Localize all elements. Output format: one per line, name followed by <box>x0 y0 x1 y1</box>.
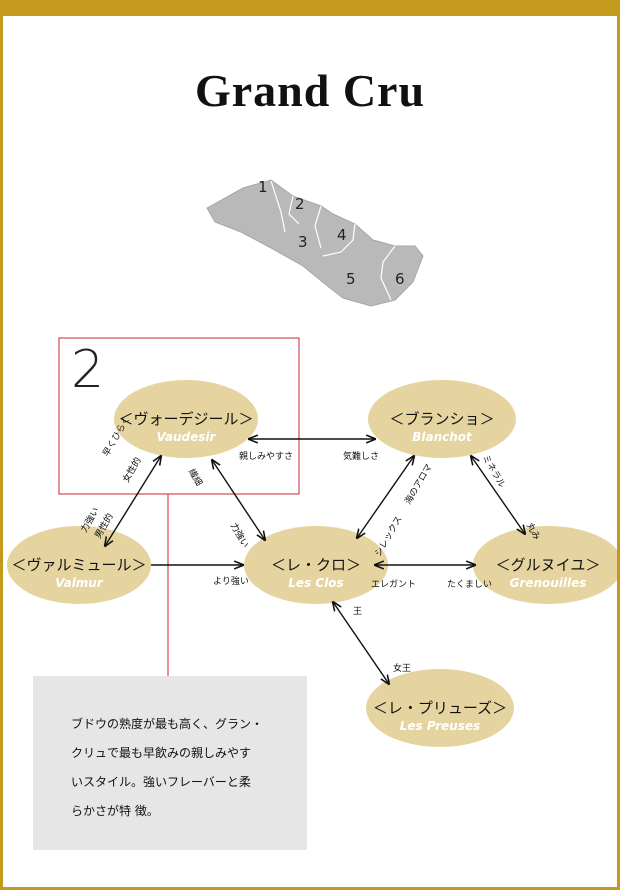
plot-number: 2 <box>295 195 305 213</box>
node-lesclos-en: Les Clos <box>288 576 344 590</box>
top-bar <box>0 0 620 16</box>
node-preuses-jp: ＜レ・プリューズ＞ <box>372 699 508 717</box>
edge-label: たくましい <box>447 580 493 590</box>
node-blanchot-jp: ＜ブランショ＞ <box>389 410 495 428</box>
arrow-lesclos-preuses <box>333 602 389 684</box>
node-blanchot-en: Blanchot <box>412 430 472 444</box>
node-vaudesir-en: Vaudesir <box>156 430 216 444</box>
arrow-vaudesir-lesclos <box>212 460 265 540</box>
map-border <box>314 205 322 249</box>
node-grenouilles <box>473 526 617 604</box>
map-border <box>270 180 286 233</box>
description-line: らかさが特 徴。 <box>71 804 159 818</box>
relationship-diagram <box>7 337 617 747</box>
plot-number: 6 <box>395 270 405 288</box>
edge-label: 気難しさ <box>343 452 380 462</box>
description-line: ブドウの熟度が最も高く、グラン・ <box>71 717 264 731</box>
plot-number: 4 <box>337 226 347 244</box>
node-grenouilles-en: Grenouilles <box>509 576 587 590</box>
plot-number: 1 <box>258 178 268 196</box>
description-line: クリュで最も早飲みの親しみやす <box>71 746 252 760</box>
arrow-vaudesir-valmur <box>105 456 161 546</box>
node-preuses-en: Les Preuses <box>399 719 481 733</box>
description-box: ブドウの熟度が最も高く、グラン・ クリュで最も早飲みの親しみやす いスタイル。強… <box>33 676 307 850</box>
edge-label: 女王 <box>393 664 412 674</box>
arrow-blanchot-lesclos <box>357 456 414 538</box>
edge-label: エレガント <box>371 580 417 590</box>
map-border <box>380 245 396 301</box>
vineyard-map <box>206 179 424 307</box>
plot-number: 5 <box>346 270 356 288</box>
node-lesclos-jp: ＜レ・クロ＞ <box>270 556 361 574</box>
map-shape <box>206 179 424 307</box>
page-title: Grand Cru <box>194 65 426 116</box>
node-valmur-jp: ＜ヴァルミュール＞ <box>11 556 147 574</box>
edge-label: 王 <box>353 607 363 617</box>
map-border <box>322 223 356 257</box>
node-vaudesir <box>114 380 258 458</box>
node-lesclos <box>244 526 388 604</box>
map-border <box>288 195 300 225</box>
edge-label: より強い <box>213 577 249 587</box>
highlight-number: 2 <box>71 340 105 400</box>
arrow-blanchot-grenouilles <box>471 456 525 534</box>
node-grenouilles-jp: ＜グルヌイユ＞ <box>495 556 601 574</box>
node-preuses <box>366 669 514 747</box>
highlight-frame <box>58 337 300 495</box>
plot-number: 3 <box>298 233 308 251</box>
node-blanchot <box>368 380 516 458</box>
edge-label: 親しみやすさ <box>239 452 294 462</box>
description-line: いスタイル。強いフレーバーと柔 <box>71 775 251 789</box>
node-vaudesir-jp: ＜ヴォーデジール＞ <box>118 410 254 428</box>
node-valmur-en: Valmur <box>55 576 103 590</box>
